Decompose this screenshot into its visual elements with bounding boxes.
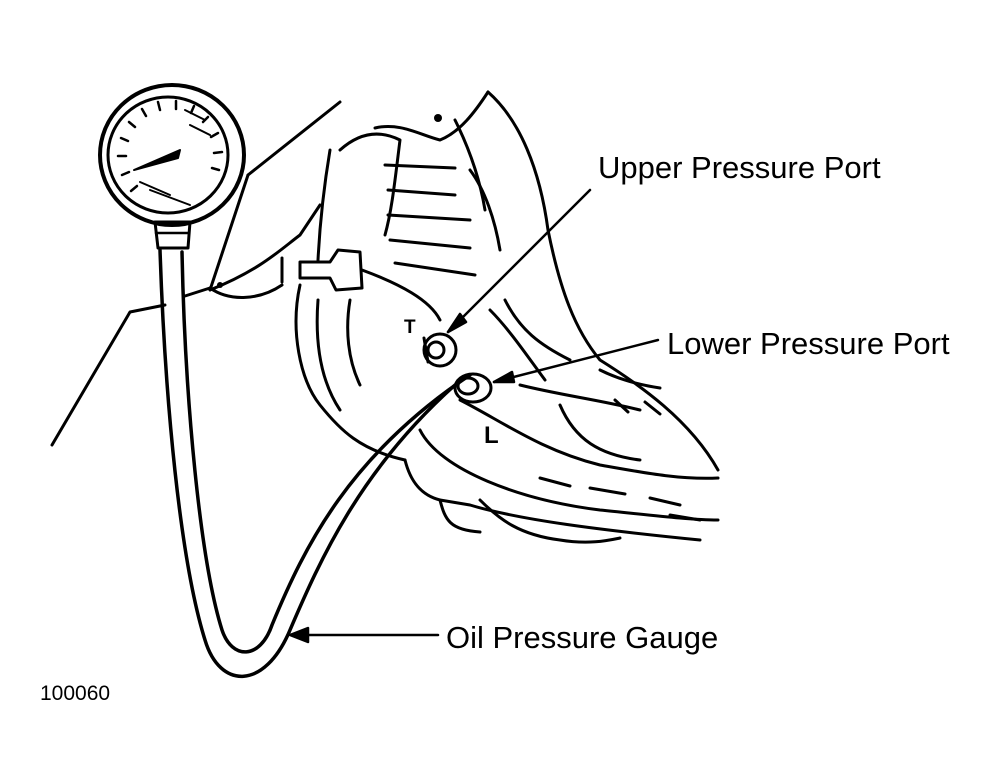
bracket-icon [50, 173, 284, 447]
lower-port-fitting-icon [453, 372, 493, 404]
leader-lines [288, 188, 660, 644]
port-letter-l: L [484, 422, 499, 449]
pressure-gauge-icon [98, 83, 246, 250]
figure-number: 100060 [40, 682, 111, 705]
gauge-hose-icon [158, 248, 472, 679]
lower-pressure-port-label: Lower Pressure Port [667, 326, 950, 361]
upper-pressure-port-label: Upper Pressure Port [598, 150, 881, 185]
oil-pressure-gauge-label: Oil Pressure Gauge [446, 620, 719, 655]
port-letter-t: T [404, 317, 416, 338]
upper-port-fitting-icon [422, 332, 458, 368]
engine-block-icon [208, 90, 720, 544]
